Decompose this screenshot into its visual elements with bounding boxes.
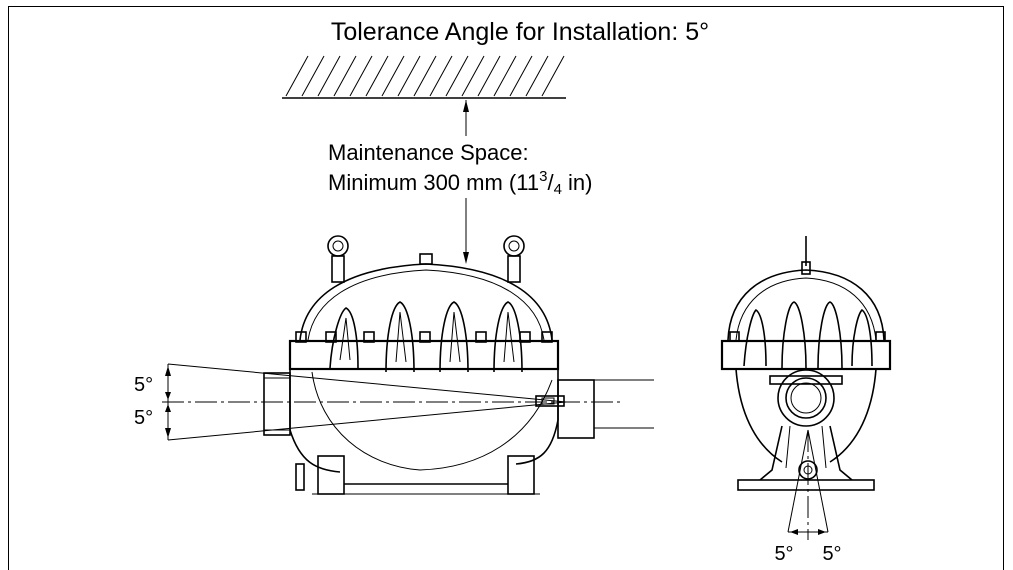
- tolerance-lines-end: [787, 429, 829, 540]
- angle-label-lower: 5°: [134, 407, 153, 429]
- lifting-eye-right: [503, 235, 525, 283]
- angle-label-upper: 5°: [134, 374, 153, 396]
- lifting-eye-left: [327, 235, 349, 283]
- angle-label-end-left: 5°: [774, 543, 793, 565]
- maintenance-dimension-line: [463, 100, 469, 264]
- maintenance-value: Minimum 300 mm (113/4 in): [328, 168, 592, 198]
- pump-side-view: [263, 235, 654, 495]
- pump-end-view: [720, 236, 892, 491]
- ceiling-hatch: [282, 55, 566, 99]
- tolerance-lines-side: [162, 363, 622, 441]
- drawing-frame: [8, 6, 1004, 570]
- maintenance-label: Maintenance Space:: [328, 140, 529, 165]
- diagram-title: Tolerance Angle for Installation: 5°: [331, 18, 709, 46]
- angle-label-end-right: 5°: [822, 543, 841, 565]
